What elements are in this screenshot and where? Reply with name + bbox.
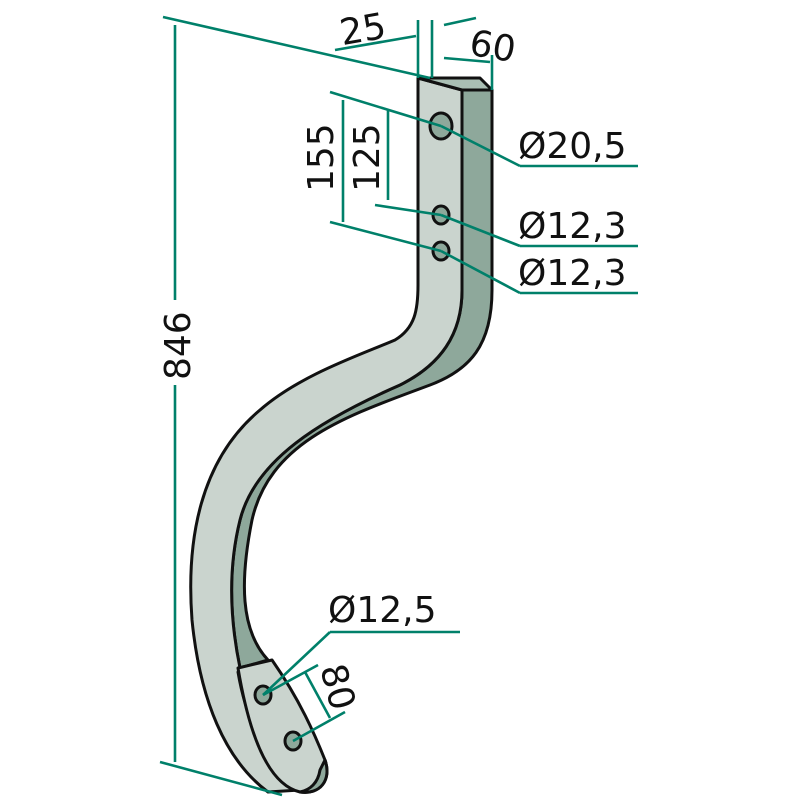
dim-155: 155 — [301, 123, 342, 192]
dim-80: 80 — [311, 660, 362, 715]
dim-25: 25 — [337, 6, 389, 54]
dim-hole-mid1: Ø12,3 — [518, 206, 627, 247]
dim-hole-bottom: Ø12,5 — [328, 590, 437, 631]
dim-125: 125 — [347, 123, 388, 192]
dimension-lines — [159, 15, 638, 797]
dim-hole-top: Ø20,5 — [518, 126, 627, 167]
dim-846: 846 — [158, 311, 199, 380]
dim-60: 60 — [466, 23, 518, 71]
tine-lower-side — [298, 758, 329, 794]
dim-hole-mid2: Ø12,3 — [518, 253, 627, 294]
